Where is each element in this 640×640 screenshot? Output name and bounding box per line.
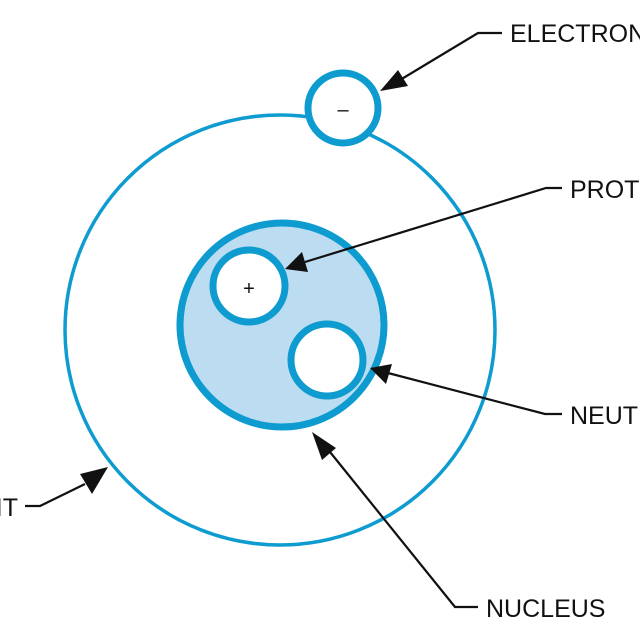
orbit-label: ORBIT <box>0 494 18 522</box>
nucleus-label: NUCLEUS <box>486 595 605 623</box>
proton <box>209 246 289 326</box>
orbit-ring <box>63 113 497 547</box>
neutron <box>287 320 367 400</box>
nucleus <box>176 219 388 431</box>
electron <box>304 69 382 147</box>
proton-leader <box>285 186 562 272</box>
neutron-leader <box>370 364 562 416</box>
electron-label: ELECTRON <box>510 20 640 48</box>
electron-leader <box>380 31 502 91</box>
proton-sign: + <box>243 278 255 300</box>
electron-sign: – <box>337 99 349 121</box>
neutron-label: NEUTRON <box>570 402 640 430</box>
nucleus-leader <box>312 432 478 609</box>
proton-label: PROTON <box>570 176 640 204</box>
orbit-leader <box>25 467 108 508</box>
